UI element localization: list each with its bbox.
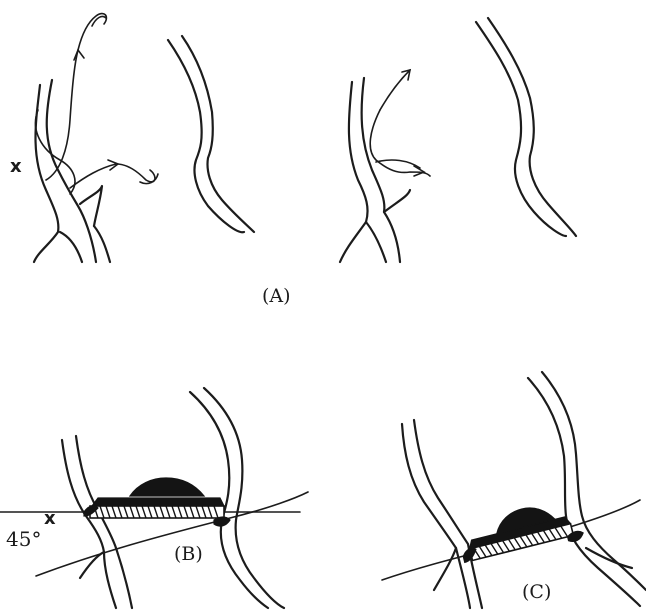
panel-c-label: (C) <box>522 581 551 603</box>
panel-a-x-marker: x <box>10 156 22 177</box>
panel-a-label: (A) <box>262 285 291 307</box>
panel-a-left-vessel-right <box>168 36 254 232</box>
panel-a-left-diagram: x <box>10 14 158 262</box>
panel-c-diagram <box>382 372 646 608</box>
panel-a-right-diagram <box>340 70 430 262</box>
panel-b-diagram: x 45° <box>0 388 308 608</box>
panel-b-label: (B) <box>174 543 203 565</box>
angle-label: 45° <box>6 527 41 551</box>
panel-a-right-vessel-right <box>476 18 576 236</box>
panel-b-x-marker: x <box>44 508 56 529</box>
